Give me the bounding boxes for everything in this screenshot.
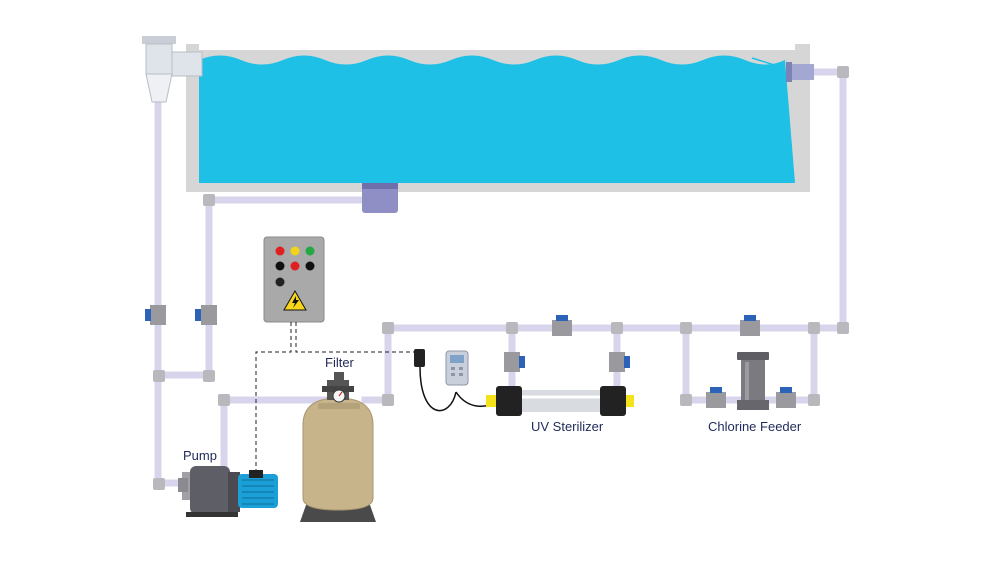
skimmer <box>142 36 203 103</box>
valve-chlorine-bypass <box>740 315 760 336</box>
uv-controller <box>414 349 497 412</box>
filter-label: Filter <box>325 355 355 370</box>
pool <box>186 44 810 192</box>
main-drain-pipe <box>154 196 371 379</box>
valve-main-drain <box>195 305 217 325</box>
chlorine-feeder <box>737 352 769 410</box>
sand-filter <box>300 372 376 522</box>
valve-uv-inlet <box>504 352 525 372</box>
indicator-light-yellow <box>290 246 300 256</box>
indicator-light-red <box>275 246 285 256</box>
valve-skimmer <box>145 305 166 325</box>
valve-uv-outlet <box>609 352 630 372</box>
high-voltage-warning-icon <box>283 290 307 311</box>
chlorine-feeder-label: Chlorine Feeder <box>708 419 802 434</box>
lcd-display-icon <box>450 355 464 363</box>
valve-uv-bypass <box>552 315 572 336</box>
valve-chlorine-inlet <box>706 387 726 408</box>
selector-switch <box>275 277 285 287</box>
control-button-red <box>290 261 300 271</box>
uv-sterilizer <box>486 386 634 416</box>
control-wiring <box>255 322 417 472</box>
pump <box>178 466 278 517</box>
valves <box>145 305 796 408</box>
valve-chlorine-outlet <box>776 387 796 408</box>
control-box <box>263 236 325 323</box>
control-button-black <box>275 261 285 271</box>
pool-water <box>199 55 795 183</box>
indicator-light-green <box>305 246 315 256</box>
control-button-black-2 <box>305 261 315 271</box>
skimmer-return-pipe <box>154 96 186 487</box>
main-drain <box>362 183 398 213</box>
uv-sterilizer-label: UV Sterilizer <box>531 419 604 434</box>
pump-label: Pump <box>183 448 217 463</box>
return-inlet <box>740 57 814 87</box>
pipe-joints <box>153 66 849 490</box>
